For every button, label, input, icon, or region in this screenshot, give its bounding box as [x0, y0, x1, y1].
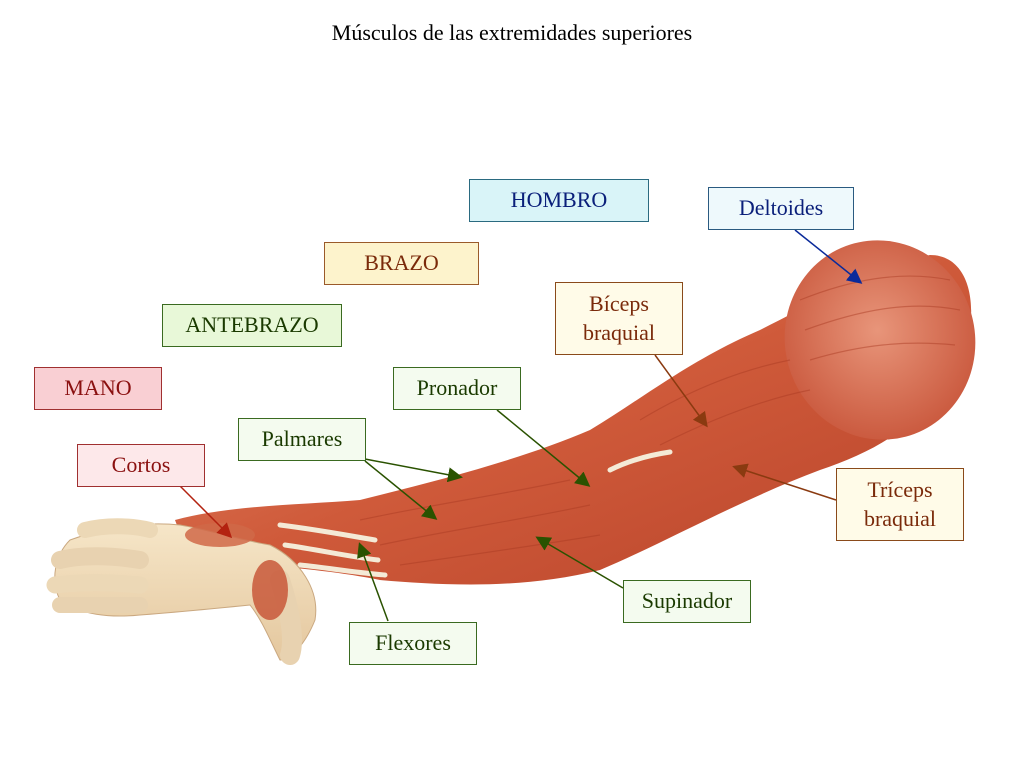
label-flexores: Flexores [349, 622, 477, 665]
arrow-biceps [654, 354, 708, 428]
label-biceps-braquial: Bíceps braquial [555, 282, 683, 355]
deltoid-shape [784, 240, 976, 440]
region-label-mano: MANO [34, 367, 162, 410]
arrow-palmares-1 [364, 458, 463, 483]
arm-muscle-mass [175, 255, 972, 585]
arrow-pronador [496, 409, 591, 487]
arrow-palmares-2 [364, 460, 438, 520]
arrow-deltoides [794, 229, 863, 284]
arrow-flexores [357, 542, 389, 622]
arrow-supinador [535, 536, 624, 589]
diagram-title: Músculos de las extremidades superiores [331, 20, 693, 45]
label-cortos: Cortos [77, 444, 205, 487]
region-label-hombro: HOMBRO [469, 179, 649, 222]
label-pronador: Pronador [393, 367, 521, 410]
region-label-antebrazo: ANTEBRAZO [162, 304, 342, 347]
region-label-brazo: BRAZO [324, 242, 479, 285]
arrow-triceps [732, 463, 837, 501]
muscle-fibers [359, 275, 961, 566]
label-supinador: Supinador [623, 580, 751, 623]
label-deltoides: Deltoides [708, 187, 854, 230]
label-triceps-braquial: Tríceps braquial [836, 468, 964, 541]
label-palmares: Palmares [238, 418, 366, 461]
arrow-cortos [179, 485, 233, 539]
